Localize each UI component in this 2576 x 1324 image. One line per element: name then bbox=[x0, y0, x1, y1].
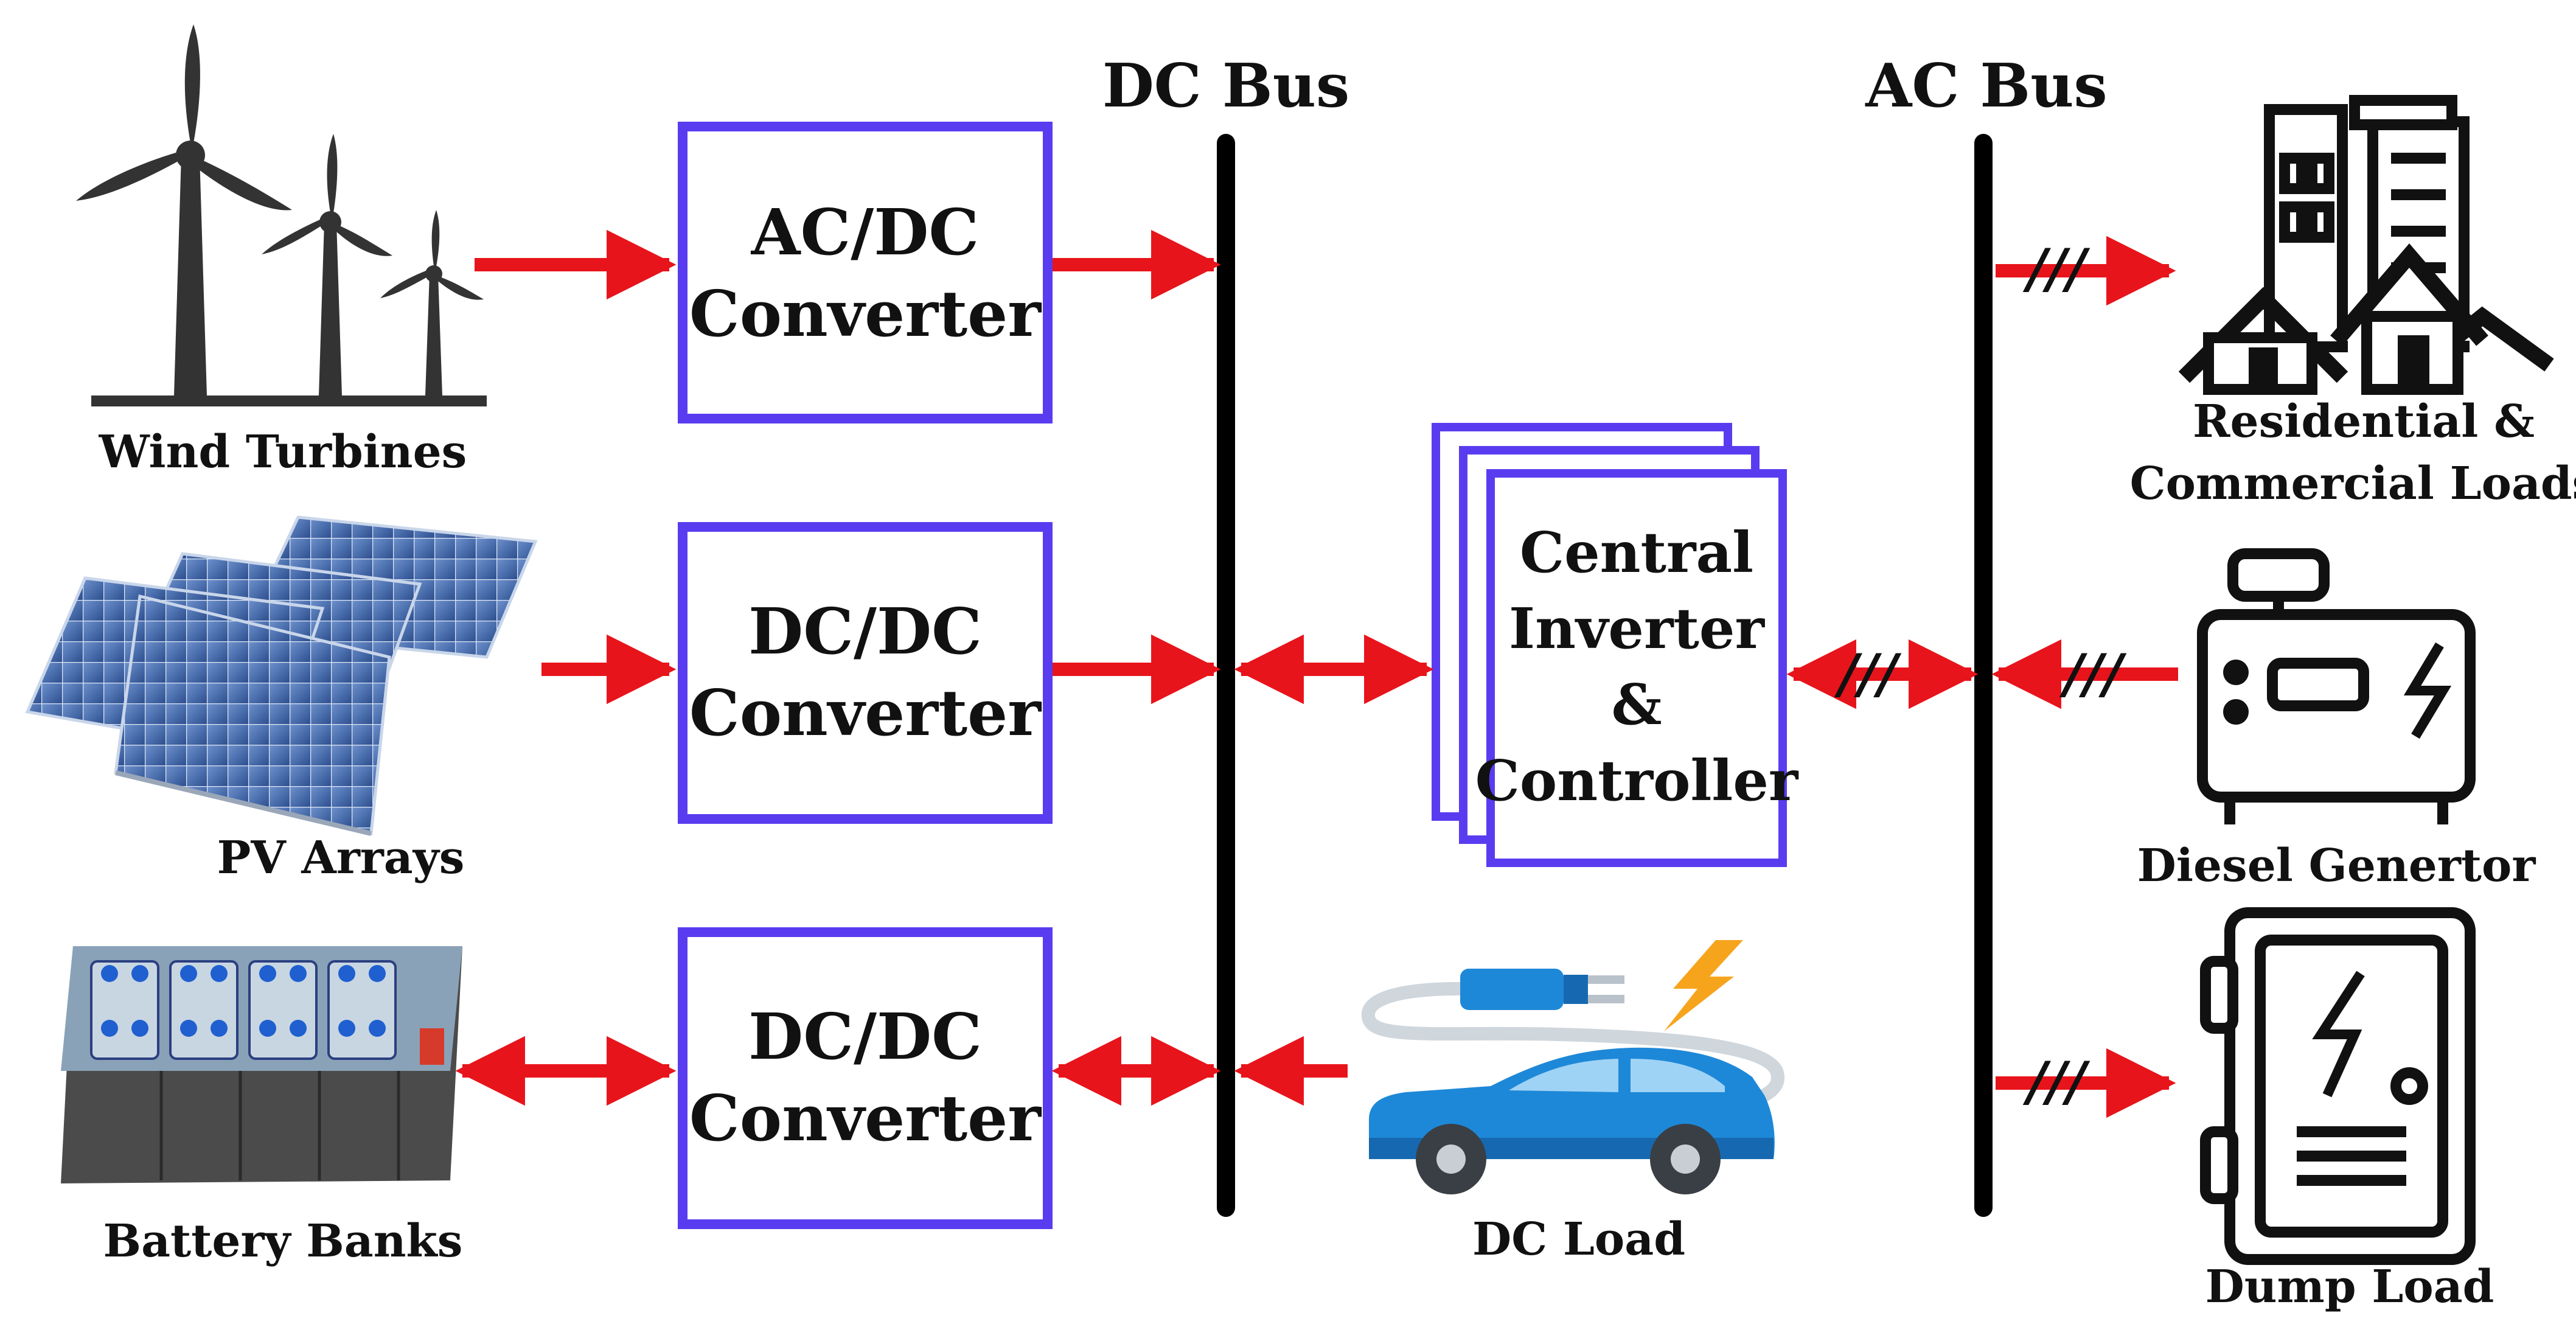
acdc-converter-box: AC/DC Converter bbox=[678, 122, 1053, 423]
dump-load-icon bbox=[2200, 907, 2476, 1265]
residential-label-line2: Commercial Loads bbox=[2130, 458, 2576, 510]
phase-mark-inverter: /// bbox=[1834, 642, 1902, 705]
inverter-line3: & bbox=[1611, 672, 1662, 737]
phase-mark-residential: /// bbox=[2023, 237, 2090, 300]
dc-bus: DC Bus bbox=[1102, 51, 1349, 1217]
pv-arrays-label: PV Arrays bbox=[217, 832, 465, 884]
ac-bus: AC Bus bbox=[1865, 51, 2108, 1217]
batt-dcdc-label-line2: Converter bbox=[689, 1081, 1042, 1155]
pv-dcdc-label-line2: Converter bbox=[689, 675, 1042, 750]
three-phase-marks: /// /// /// /// bbox=[1834, 237, 2127, 1113]
dc-bus-label: DC Bus bbox=[1102, 51, 1349, 121]
inverter-line1: Central bbox=[1520, 520, 1753, 585]
acdc-label-line2: Converter bbox=[689, 276, 1042, 351]
battery-dcdc-converter-box: DC/DC Converter bbox=[678, 927, 1053, 1229]
inverter-line4: Controller bbox=[1475, 748, 1799, 814]
dump-load-label: Dump Load bbox=[2205, 1261, 2494, 1313]
phase-mark-dump: /// bbox=[2023, 1050, 2090, 1113]
phase-mark-generator: /// bbox=[2059, 642, 2127, 705]
pv-dcdc-converter-box: DC/DC Converter bbox=[678, 522, 1053, 824]
arrows bbox=[455, 229, 2178, 1118]
batt-dcdc-label-line1: DC/DC bbox=[748, 999, 982, 1074]
wind-turbines-label: Wind Turbines bbox=[99, 426, 467, 478]
acdc-label-line1: AC/DC bbox=[751, 195, 979, 270]
inverter-line2: Inverter bbox=[1509, 596, 1765, 661]
pv-dcdc-label-line1: DC/DC bbox=[748, 594, 982, 669]
electric-car-icon bbox=[1361, 940, 1784, 1194]
solar-panel-icon bbox=[25, 515, 538, 836]
battery-banks-label: Battery Banks bbox=[103, 1215, 463, 1267]
buildings-icon bbox=[2178, 95, 2554, 395]
dc-load-label: DC Load bbox=[1472, 1213, 1685, 1266]
wind-turbines-icon bbox=[76, 24, 487, 406]
central-inverter-stack: Central Inverter & Controller bbox=[1432, 423, 1799, 867]
lightning-bolt-icon bbox=[1664, 940, 1743, 1031]
battery-bank-icon bbox=[61, 946, 462, 1183]
residential-label-line1: Residential & bbox=[2193, 395, 2535, 448]
ac-bus-label: AC Bus bbox=[1865, 51, 2107, 121]
diesel-generator-icon bbox=[2197, 548, 2476, 824]
diesel-generator-label: Diesel Genertor bbox=[2137, 840, 2536, 892]
